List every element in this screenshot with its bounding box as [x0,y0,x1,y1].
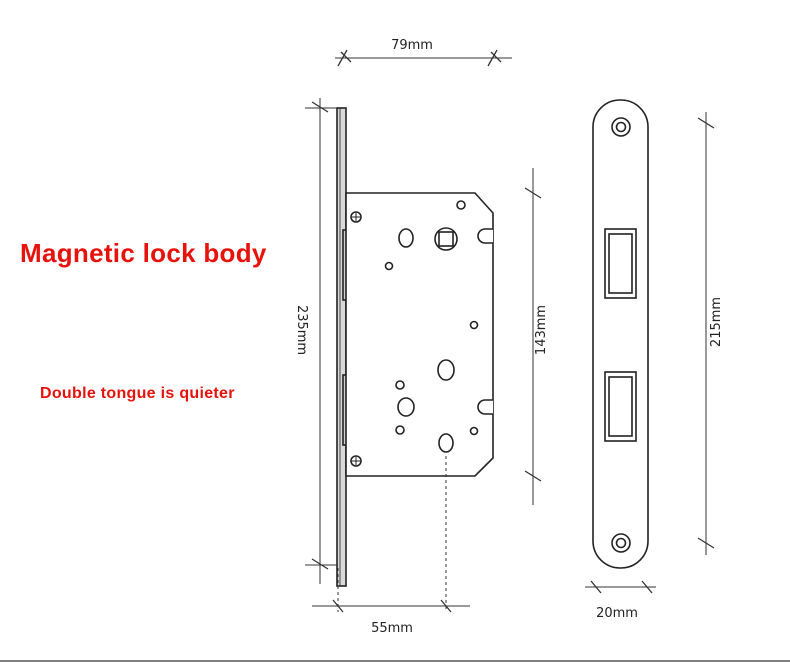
lock-case [345,192,494,477]
dim-143-tick-top [524,187,542,199]
case-screw-bottom-cross [352,457,360,465]
lock-body-group [336,107,494,587]
hole-right-mid [469,320,479,330]
dim-235-tick-top [311,101,329,113]
dim-79-tick-left [337,49,352,67]
strike-plate-group [592,99,649,569]
dim-20-label: 20mm [596,606,638,621]
dim-79-label: 79mm [391,38,433,53]
strike-screw-bottom-inner [615,537,627,549]
hole-left-upper [384,261,394,271]
dim-20-tick-right [641,580,653,594]
strike-screw-top-inner [615,121,627,133]
oval-hole-bottom [438,433,454,453]
hole-small-a [395,380,405,390]
dim-215-tick-bottom [697,537,715,549]
upper-slot [477,228,493,244]
strike-opening-upper-inner [608,233,633,294]
oval-hole-upper [398,228,414,248]
case-screw-top-cross [352,213,360,221]
dim-55-label: 55mm [371,621,413,636]
spindle-square [438,231,454,247]
oval-hole-lower-left [397,397,415,417]
faceplate [336,107,347,587]
dim-20-tick-left [590,580,602,594]
dim-235-label: 235mm [294,305,309,355]
hole-small-b [395,425,405,435]
dim-79-tick-right [487,49,502,67]
hole-right-lower [469,426,479,436]
diagram-subtitle: Double tongue is quieter [40,385,235,402]
hole-top-right [456,200,466,210]
dim-143-tick-bottom [524,470,542,482]
strike-opening-lower-inner [608,376,633,437]
strike-plate [592,99,649,569]
dim-235-tick-bottom [311,558,329,570]
dimension-lines [305,49,715,613]
dim-143-label: 143mm [534,305,549,355]
dim-215-tick-top [697,117,715,129]
oval-hole-middle [437,359,455,381]
dim-55-tick-left [332,599,344,613]
dim-55-tick-right [440,599,452,613]
diagram-title: Magnetic lock body [20,238,267,268]
dim-215-label: 215mm [709,297,724,347]
lower-slot [477,399,493,415]
